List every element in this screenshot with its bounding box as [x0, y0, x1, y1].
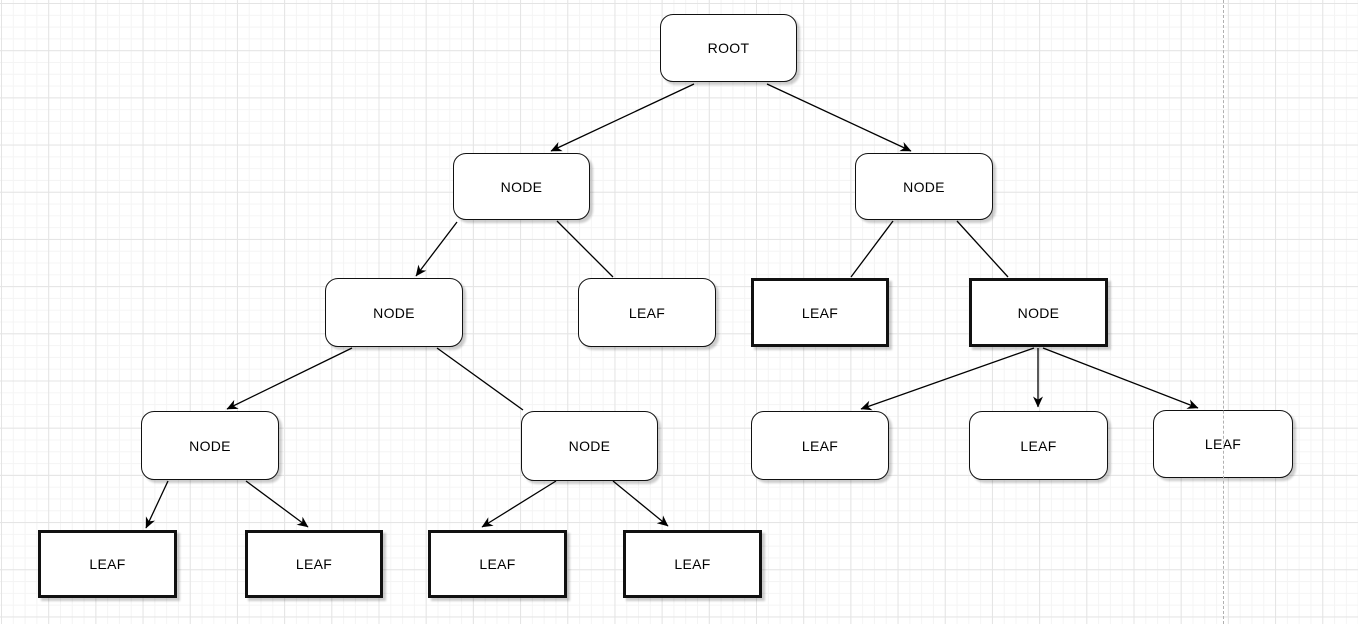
tree-edge-12[interactable]: [860, 347, 1035, 411]
tree-node-lb[interactable]: LEAF: [969, 411, 1108, 480]
tree-node-label: LEAF: [1020, 437, 1057, 454]
tree-node-n2[interactable]: NODE: [855, 153, 993, 220]
tree-node-label: ROOT: [707, 40, 750, 56]
tree-edge-6[interactable]: [226, 347, 353, 410]
tree-node-root[interactable]: ROOT: [660, 14, 797, 82]
tree-edge-5[interactable]: [956, 220, 1009, 278]
tree-node-label: LEAF: [1204, 436, 1242, 452]
tree-node-label: LEAF: [801, 304, 839, 321]
tree-edge-0[interactable]: [550, 83, 695, 152]
tree-edge-1[interactable]: [766, 83, 912, 152]
tree-node-lf1[interactable]: LEAF: [38, 530, 177, 598]
tree-node-label: LEAF: [674, 556, 711, 572]
tree-edge-4[interactable]: [850, 220, 894, 278]
tree-node-n5[interactable]: NODE: [141, 411, 279, 480]
tree-node-label: LEAF: [89, 556, 126, 572]
tree-node-n6[interactable]: NODE: [521, 411, 658, 481]
tree-node-label: NODE: [568, 438, 611, 454]
tree-node-lf2[interactable]: LEAF: [245, 530, 383, 598]
tree-edge-7[interactable]: [436, 347, 524, 411]
tree-edge-8[interactable]: [145, 480, 169, 529]
tree-node-lf3[interactable]: LEAF: [428, 530, 567, 598]
tree-node-n1[interactable]: NODE: [453, 153, 590, 220]
tree-node-la[interactable]: LEAF: [751, 411, 889, 480]
tree-edge-14[interactable]: [1042, 347, 1199, 409]
tree-node-lf4[interactable]: LEAF: [623, 530, 762, 598]
tree-node-n4[interactable]: NODE: [969, 278, 1108, 347]
tree-node-label: NODE: [1017, 304, 1060, 321]
tree-node-label: NODE: [500, 178, 543, 195]
tree-node-label: NODE: [189, 437, 231, 454]
tree-edge-3[interactable]: [556, 220, 614, 278]
tree-edge-9[interactable]: [245, 480, 309, 528]
tree-node-label: LEAF: [479, 556, 516, 572]
page-boundary-line: [1223, 0, 1224, 624]
tree-edge-2[interactable]: [415, 221, 458, 277]
tree-node-label: LEAF: [801, 437, 839, 454]
tree-node-l1[interactable]: LEAF: [578, 278, 716, 347]
tree-node-l2[interactable]: LEAF: [751, 278, 889, 347]
tree-node-label: LEAF: [628, 304, 666, 321]
tree-edge-10[interactable]: [481, 480, 557, 528]
tree-node-label: LEAF: [295, 556, 333, 572]
tree-node-n3[interactable]: NODE: [325, 278, 463, 347]
tree-edge-11[interactable]: [612, 480, 669, 527]
tree-node-label: NODE: [903, 178, 945, 195]
tree-node-label: NODE: [373, 304, 415, 321]
